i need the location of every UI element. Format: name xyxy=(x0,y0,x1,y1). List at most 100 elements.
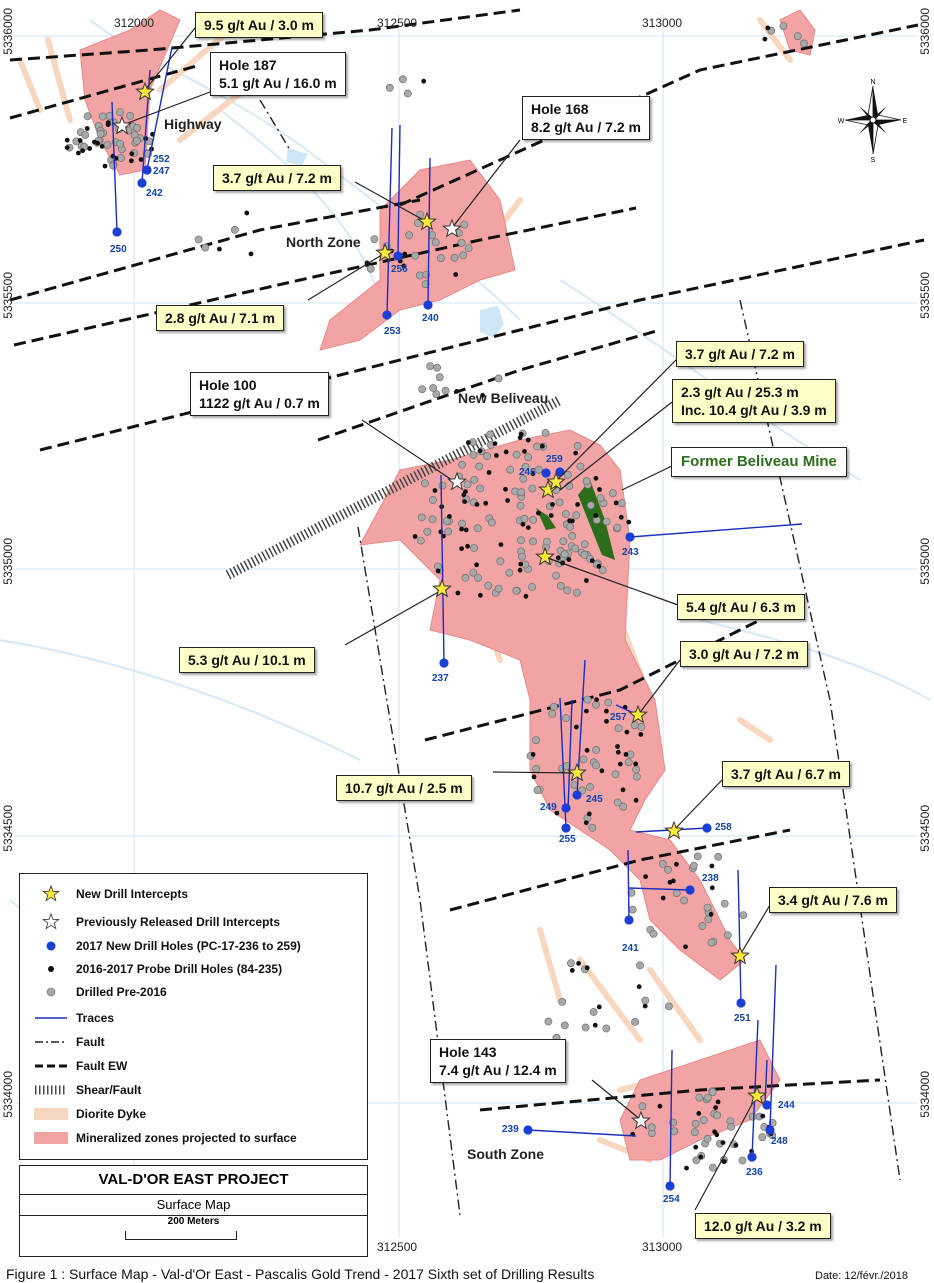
coord-top-312500: 312500 xyxy=(377,16,418,30)
callout-leaders xyxy=(124,27,771,1211)
probe-hole xyxy=(555,555,561,561)
pre-2016-hole xyxy=(563,586,572,595)
probe-hole xyxy=(720,1140,726,1145)
new-drill-hole xyxy=(572,790,582,800)
zone-label-new-beliveau: New Beliveau xyxy=(458,390,549,406)
pre-2016-hole xyxy=(126,112,135,120)
star-white-icon xyxy=(32,912,70,932)
probe-hole xyxy=(412,534,418,539)
pre-2016-hole xyxy=(533,786,542,795)
hole-label-242: 242 xyxy=(146,188,163,199)
pre-2016-hole xyxy=(370,235,379,243)
probe-hole xyxy=(660,895,666,901)
hole-label-258: 258 xyxy=(715,822,732,833)
pre-2016-hole xyxy=(494,584,503,593)
pre-2016-hole xyxy=(588,823,597,832)
coord-top-312000: 312000 xyxy=(114,16,155,30)
probe-hole xyxy=(540,443,545,449)
hole-label-247: 247 xyxy=(153,166,170,177)
faults xyxy=(259,99,901,1216)
pre-2016-hole xyxy=(560,550,569,559)
new-drill-hole xyxy=(142,165,152,175)
new-drill-hole xyxy=(523,1125,533,1135)
pre-2016-hole xyxy=(512,586,521,595)
previous-intercept-star xyxy=(442,218,462,238)
pre-2016-hole xyxy=(431,238,440,247)
pre-2016-hole xyxy=(411,251,420,260)
pre-2016-hole xyxy=(586,783,594,791)
title-block: VAL-D'OR EAST PROJECT Surface Map 200 Me… xyxy=(19,1165,368,1257)
hole-label-250: 250 xyxy=(110,244,127,255)
probe-hole xyxy=(517,567,523,573)
legend-traces: Traces xyxy=(32,1008,114,1028)
probe-hole xyxy=(633,761,639,767)
probe-hole xyxy=(84,126,90,131)
probe-hole xyxy=(604,708,609,714)
probe-hole xyxy=(586,811,592,817)
pre-2016-hole xyxy=(438,481,447,490)
pre-2016-hole xyxy=(556,582,565,590)
pre-2016-hole xyxy=(529,516,537,524)
coord-right-5336000: 5336000 xyxy=(918,8,932,55)
pre-2016-hole xyxy=(641,996,650,1005)
probe-hole xyxy=(762,36,768,42)
legend-pre-2016: Drilled Pre-2016 xyxy=(32,982,167,1002)
pre-2016-hole xyxy=(505,568,514,577)
pre-2016-hole xyxy=(631,1018,639,1026)
new-drill-hole xyxy=(665,1181,675,1191)
pre-2016-hole xyxy=(486,430,494,439)
pre-2016-hole xyxy=(109,161,118,170)
probe-hole xyxy=(474,502,480,507)
probe-hole xyxy=(518,431,524,437)
pre-2016-hole xyxy=(613,798,622,807)
probe-hole xyxy=(583,820,589,826)
callout-hole-100-title: Hole 100 xyxy=(199,377,257,393)
legend-previous-intercepts: Previously Released Drill Intercepts xyxy=(32,912,280,932)
pre-2016-hole xyxy=(405,231,413,240)
probe-hole xyxy=(573,450,579,456)
hole-label-241: 241 xyxy=(622,943,639,954)
fault-ew-line-icon xyxy=(32,1056,70,1076)
fault-line-icon xyxy=(32,1032,70,1052)
map-legend: New Drill Intercepts Previously Released… xyxy=(19,873,368,1160)
compass-e: E xyxy=(903,118,908,125)
callout-hole-187: Hole 187 5.1 g/t Au / 16.0 m xyxy=(210,52,346,96)
legend-label: Diorite Dyke xyxy=(76,1107,147,1121)
callout-hole-100: Hole 100 1122 g/t Au / 0.7 m xyxy=(190,372,329,416)
drill-traces xyxy=(111,46,803,1187)
pre-2016-hole xyxy=(436,254,445,263)
pre-2016-hole xyxy=(613,523,622,532)
hole-label-236: 236 xyxy=(746,1167,763,1178)
legend-new-holes: 2017 New Drill Holes (PC-17-236 to 259) xyxy=(32,936,301,956)
callout-hole-143: Hole 143 7.4 g/t Au / 12.4 m xyxy=(430,1039,566,1083)
callout-hole-168-value: 8.2 g/t Au / 7.2 m xyxy=(531,119,641,135)
new-intercept-star xyxy=(546,471,566,491)
probe-hole xyxy=(523,593,529,599)
pre-2016-hole xyxy=(738,1156,747,1165)
callout-12-0: 12.0 g/t Au / 3.2 m xyxy=(695,1213,831,1239)
pre-2016-hole xyxy=(552,571,560,580)
probe-hole xyxy=(615,749,621,755)
pre-2016-hole xyxy=(690,1128,699,1137)
pre-2016-hole xyxy=(518,552,526,561)
probe-hole xyxy=(638,732,644,737)
pre-2016-hole xyxy=(521,462,530,471)
probe-hole xyxy=(599,768,605,774)
hole-label-237: 237 xyxy=(432,673,449,684)
pre-2016-hole xyxy=(614,724,623,733)
probe-hole xyxy=(459,526,464,532)
pre-2016-hole xyxy=(473,524,482,533)
probe-hole xyxy=(760,1113,766,1119)
pre-2016-hole xyxy=(632,765,640,774)
probe-hole xyxy=(536,510,541,516)
legend-probe-holes: 2016-2017 Probe Drill Holes (84-235) xyxy=(32,959,282,979)
probe-hole xyxy=(525,437,531,443)
compass-n: N xyxy=(870,79,875,86)
pre-2016-hole xyxy=(450,253,459,262)
probe-hole xyxy=(715,1099,721,1105)
callout-hole-168: Hole 168 8.2 g/t Au / 7.2 m xyxy=(522,96,650,140)
probe-hole xyxy=(138,157,144,162)
probe-hole xyxy=(461,492,467,498)
pre-2016-hole xyxy=(572,511,581,520)
pre-2016-hole xyxy=(416,536,425,545)
